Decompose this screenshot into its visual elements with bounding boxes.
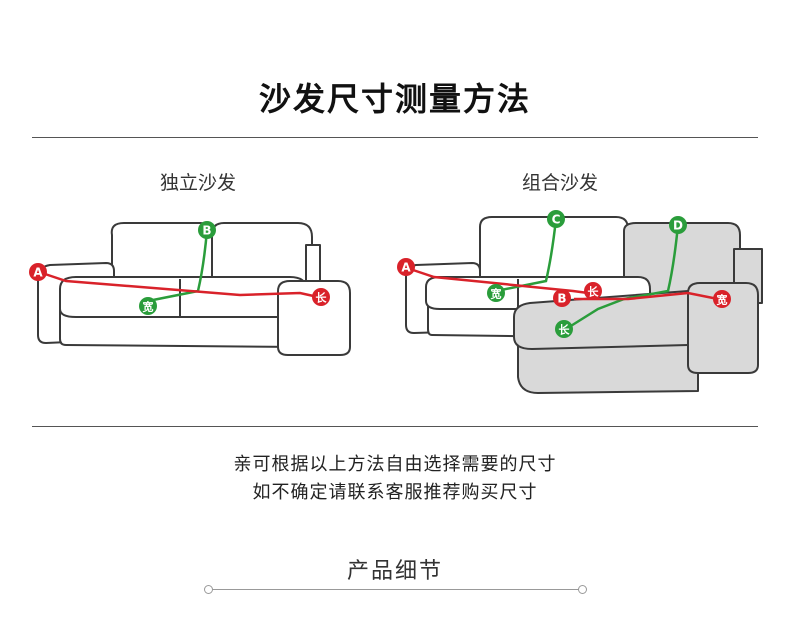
svg-text:C: C	[552, 213, 561, 227]
svg-text:B: B	[202, 224, 211, 238]
marker-a: A	[29, 263, 47, 281]
marker-length-left: 长	[584, 282, 602, 300]
marker-c: C	[547, 210, 565, 228]
right-arm	[277, 280, 351, 356]
back-cushion-left	[110, 222, 213, 286]
top-divider	[32, 137, 758, 138]
svg-text:B: B	[557, 292, 566, 306]
page-title: 沙发尺寸测量方法	[258, 80, 531, 118]
right-arm	[687, 282, 759, 374]
bottom-divider	[32, 426, 758, 427]
svg-text:A: A	[401, 261, 411, 275]
combo-sofa-label: 组合沙发	[521, 172, 598, 194]
description-line-2: 如不确定请联系客服推荐购买尺寸	[252, 482, 538, 503]
marker-d: D	[669, 216, 687, 234]
svg-text:长: 长	[559, 323, 571, 337]
back-cushion-chaise	[623, 222, 741, 298]
svg-text:长: 长	[316, 291, 328, 305]
svg-text:宽: 宽	[716, 293, 728, 307]
marker-width: 宽	[139, 297, 157, 315]
single-sofa-diagram: A B 宽 长	[29, 221, 351, 356]
marker-b: B	[553, 289, 571, 307]
footer-dot-left	[204, 585, 213, 594]
marker-length-chaise: 长	[555, 320, 573, 338]
marker-width-left: 宽	[487, 284, 505, 302]
description-line-1: 亲可根据以上方法自由选择需要的尺寸	[233, 454, 557, 475]
svg-text:宽: 宽	[490, 287, 502, 301]
svg-text:长: 长	[588, 285, 600, 299]
marker-b: B	[198, 221, 216, 239]
marker-length: 长	[312, 288, 330, 306]
marker-width-right: 宽	[713, 290, 731, 308]
svg-text:D: D	[673, 219, 683, 233]
marker-a: A	[397, 258, 415, 276]
svg-text:A: A	[33, 266, 43, 280]
footer-divider	[212, 589, 580, 590]
footer-dot-right	[578, 585, 587, 594]
back-cushion-right	[211, 222, 313, 286]
footer-title: 产品细节	[346, 559, 443, 584]
combo-sofa-diagram: A C D 宽 B 长 长 宽	[397, 210, 763, 394]
svg-text:宽: 宽	[142, 300, 154, 314]
single-sofa-label: 独立沙发	[159, 172, 236, 194]
